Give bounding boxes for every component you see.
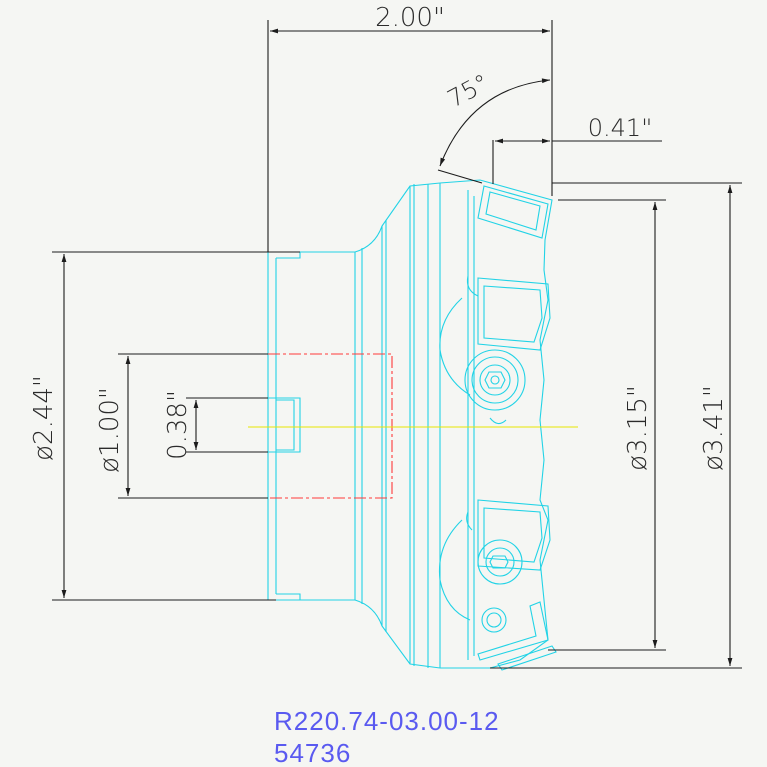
part-number-label: R220.74-03.00-12: [274, 706, 500, 736]
dimension-lines: [52, 20, 742, 669]
dim-dia-cutting: ø3.15": [623, 385, 653, 471]
bore-hidden-line: [268, 353, 393, 499]
cutter-body: [267, 179, 557, 671]
dim-dia-shank: ø2.44": [29, 375, 59, 461]
dim-keyway: 0.38": [163, 390, 193, 460]
dim-dia-max: ø3.41": [699, 385, 729, 471]
dim-dia-bore: ø1.00": [95, 387, 125, 473]
item-code-label: 54736: [274, 738, 351, 767]
dim-angle: 75°: [443, 69, 494, 114]
dim-length-total: 2.00": [375, 3, 445, 33]
dim-insert-height: 0.41": [588, 114, 652, 142]
